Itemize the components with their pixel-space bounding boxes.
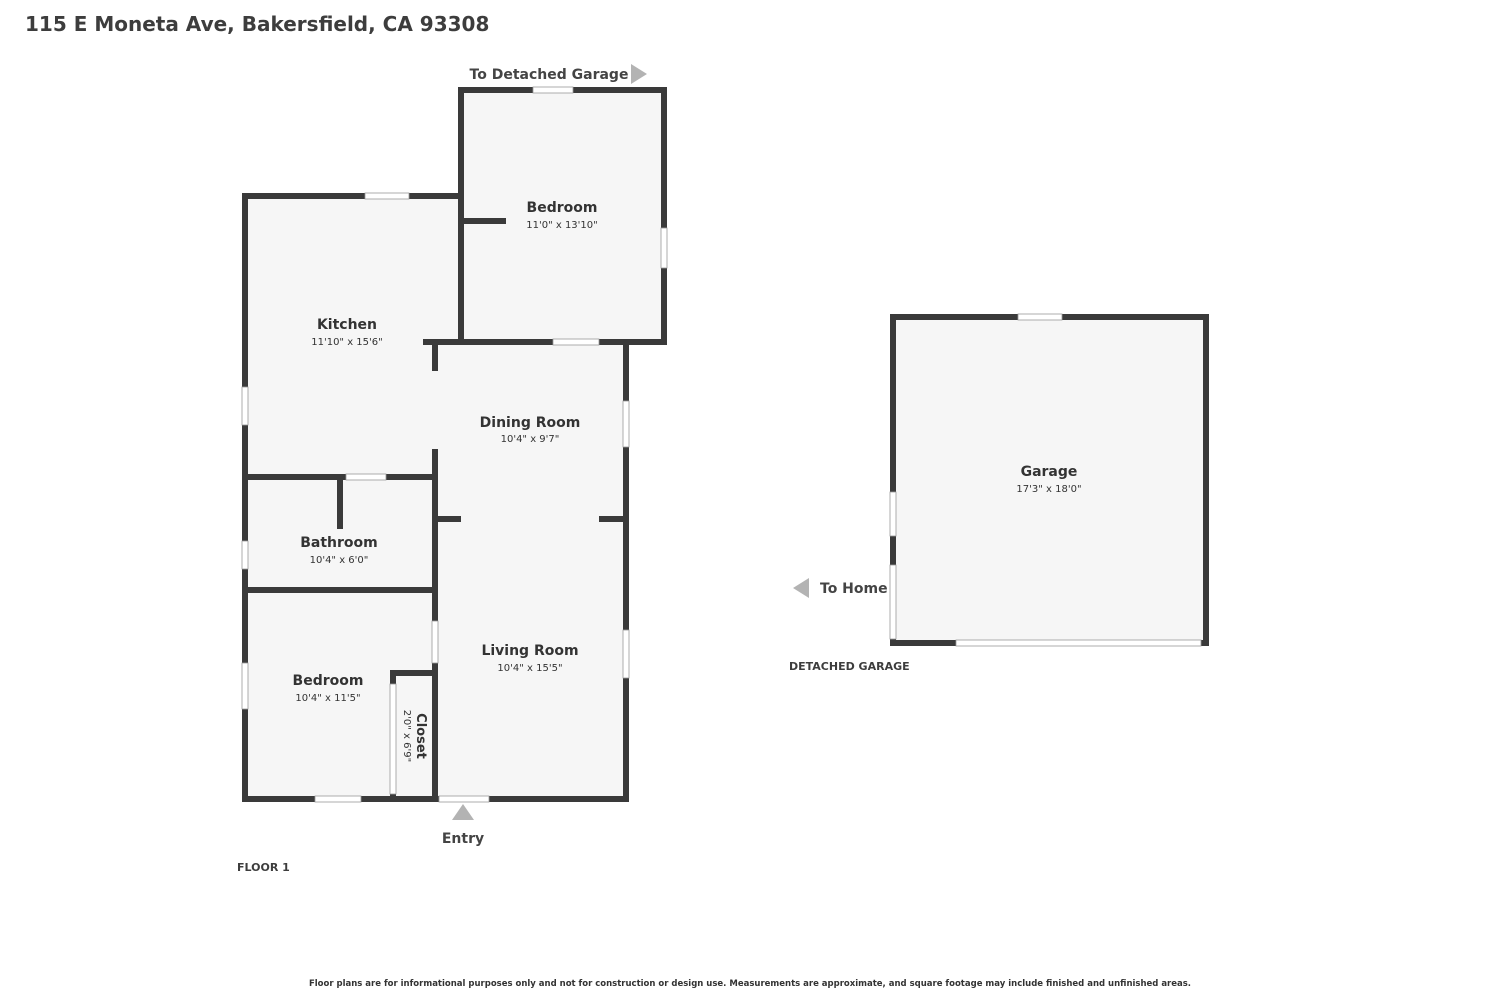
nav-label-to-home: To Home <box>820 581 888 597</box>
room-name-living-room: Living Room <box>481 643 578 659</box>
arrow-right-icon <box>631 64 647 84</box>
room-dims-bedroom-lower: 10'4" x 11'5" <box>295 693 360 704</box>
entry-label: Entry <box>442 831 484 847</box>
garage-floor-fill <box>893 317 1206 643</box>
room-dims-garage: 17'3" x 18'0" <box>1016 484 1081 495</box>
room-dims-kitchen: 11'10" x 15'6" <box>311 337 383 348</box>
room-name-bedroom-upper: Bedroom <box>527 200 598 216</box>
room-dims-living-room: 10'4" x 15'5" <box>497 663 562 674</box>
room-name-dining-room: Dining Room <box>480 415 581 431</box>
room-name-bathroom: Bathroom <box>300 535 378 551</box>
nav-label-to-detached-garage: To Detached Garage <box>470 67 629 83</box>
footer-disclaimer: Floor plans are for informational purpos… <box>308 979 1192 989</box>
garage-caption: DETACHED GARAGE <box>789 660 910 673</box>
arrow-left-icon <box>793 578 809 598</box>
arrow-up-icon <box>452 804 474 820</box>
floor1-windows <box>241 86 668 803</box>
room-dims-bathroom: 10'4" x 6'0" <box>310 555 369 566</box>
page-title: 115 E Moneta Ave, Bakersfield, CA 93308 <box>25 12 490 36</box>
room-dims-dining-room: 10'4" x 9'7" <box>501 434 560 445</box>
garage-windows <box>889 313 1202 647</box>
room-dims-bedroom-upper: 11'0" x 13'10" <box>526 220 598 231</box>
room-name-garage: Garage <box>1021 464 1078 480</box>
room-name-bedroom-lower: Bedroom <box>293 673 364 689</box>
room-name-closet: Closet <box>413 713 428 759</box>
room-dims-closet: 2'0" x 6'9" <box>401 710 412 762</box>
floor-caption: FLOOR 1 <box>237 861 290 874</box>
room-name-kitchen: Kitchen <box>317 317 377 333</box>
floor1-floor-fill <box>245 90 664 799</box>
